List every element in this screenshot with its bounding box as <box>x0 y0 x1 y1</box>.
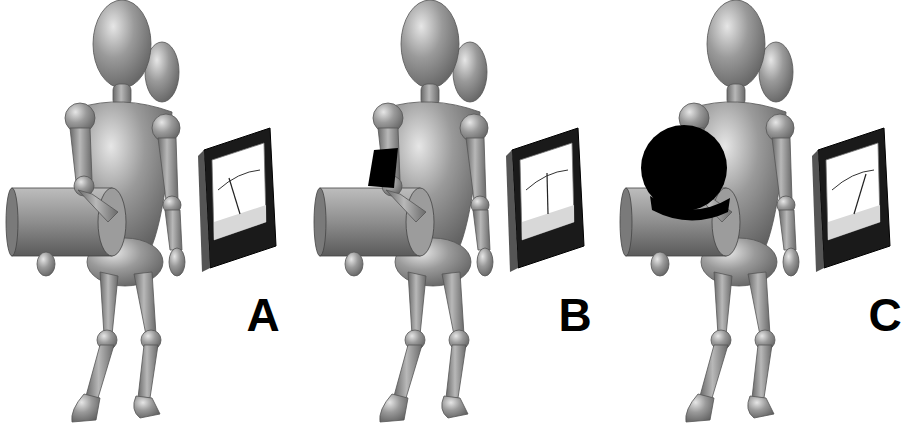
dark-region <box>368 148 398 188</box>
figure-a <box>6 0 276 422</box>
dark-region <box>641 125 727 211</box>
figure-c <box>620 0 890 422</box>
panel-letter: C <box>868 292 901 338</box>
meter-needle <box>854 174 866 214</box>
panel-letter: A <box>246 292 279 338</box>
dark-region <box>650 196 730 221</box>
meter-needle <box>547 173 548 214</box>
meter-needle <box>229 178 240 214</box>
figure-b <box>314 0 584 422</box>
panel-letter: B <box>558 292 591 338</box>
